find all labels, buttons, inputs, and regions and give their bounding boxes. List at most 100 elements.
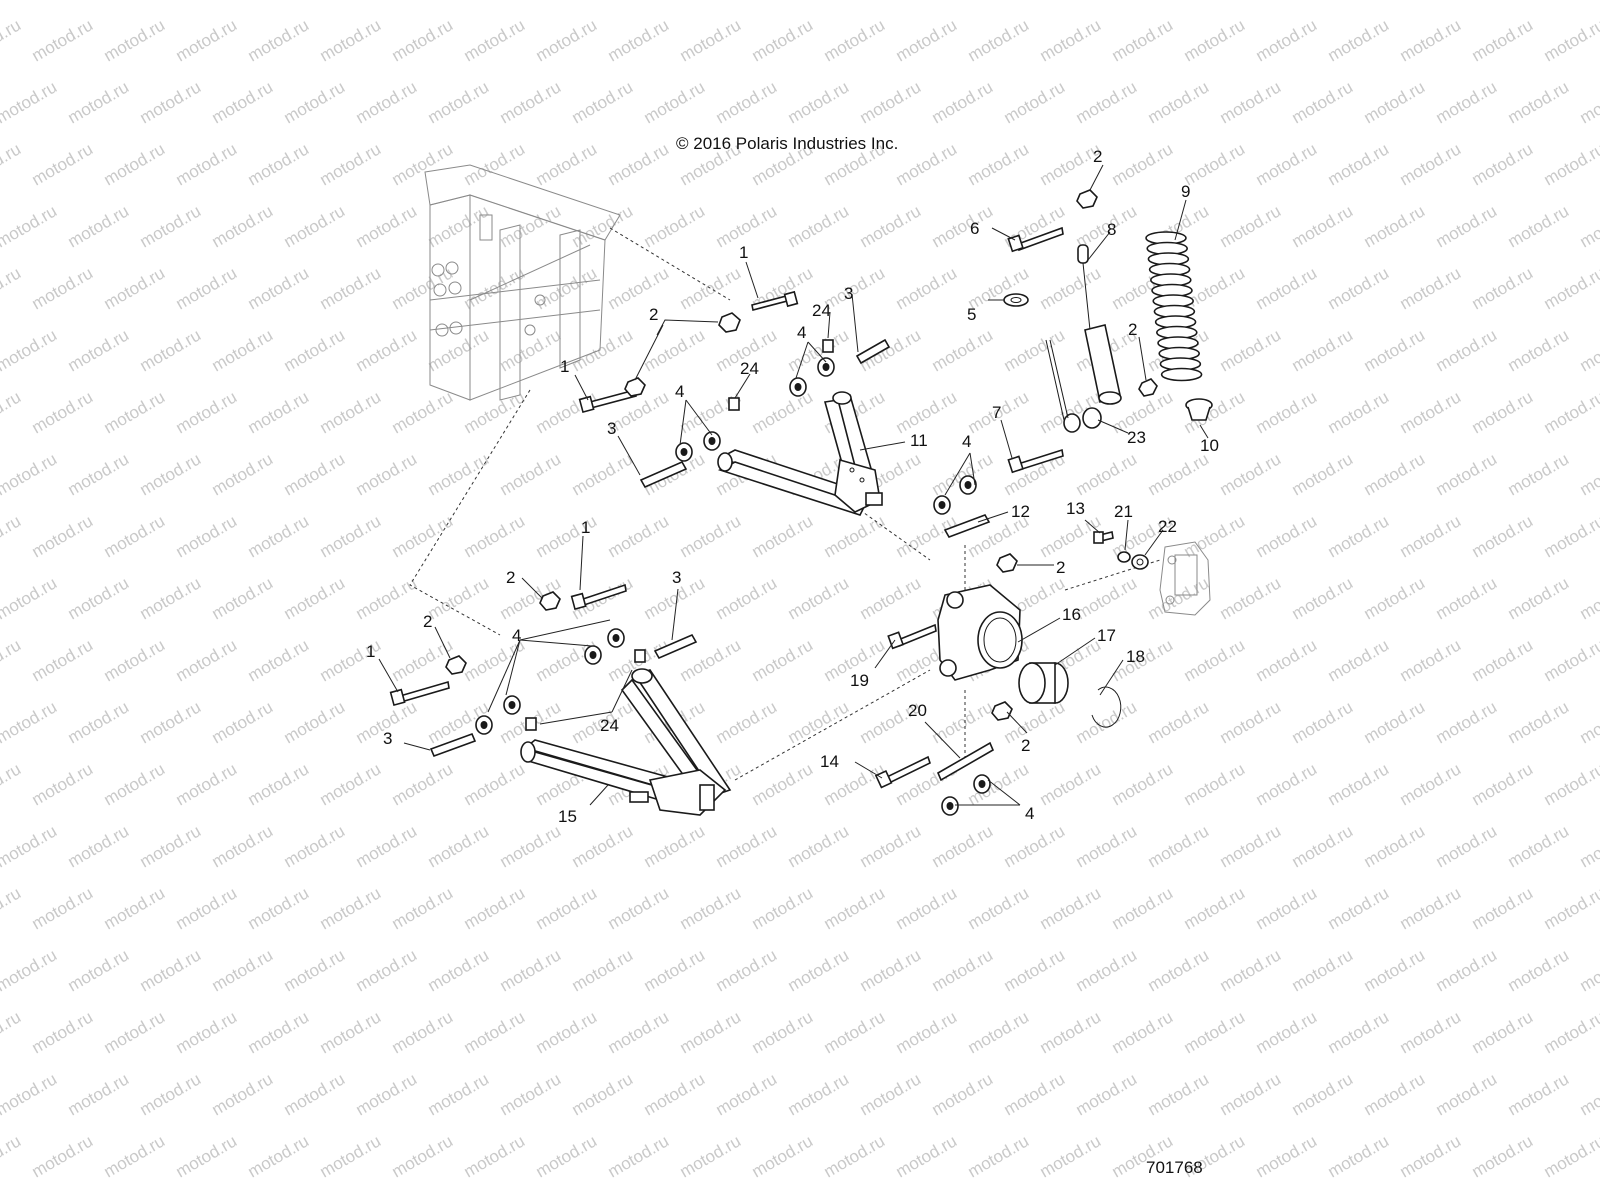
watermark-text: motod.ru (389, 635, 457, 685)
watermark-text: motod.ru (1577, 201, 1600, 251)
watermark-text: motod.ru (821, 511, 889, 561)
bushing-bore (822, 363, 830, 371)
bushings (475, 357, 991, 816)
watermark-text: motod.ru (353, 77, 421, 127)
callout-2: 2 (1128, 320, 1137, 339)
watermark-text: motod.ru (389, 139, 457, 189)
watermark-text: motod.ru (1001, 325, 1069, 375)
watermark-text: motod.ru (29, 759, 97, 809)
watermark-text: motod.ru (821, 883, 889, 933)
watermark-text: motod.ru (677, 263, 745, 313)
watermark-text: motod.ru (101, 883, 169, 933)
watermark-text: motod.ru (1001, 1069, 1069, 1119)
bushing-bore (612, 634, 620, 642)
watermark-text: motod.ru (1325, 635, 1393, 685)
drawing-number: 701768 (1146, 1158, 1203, 1177)
watermark-text: motod.ru (65, 1069, 133, 1119)
bushing-bore (794, 383, 802, 391)
watermark-text: motod.ru (29, 883, 97, 933)
callout-3: 3 (672, 568, 681, 587)
watermark-text: motod.ru (209, 77, 277, 127)
watermark-text: motod.ru (785, 821, 853, 871)
watermark-text: motod.ru (893, 387, 961, 437)
watermark-text: motod.ru (533, 1007, 601, 1057)
watermark-text: motod.ru (965, 15, 1033, 65)
watermark-text: motod.ru (1217, 201, 1285, 251)
watermark-text: motod.ru (533, 263, 601, 313)
watermark-text: motod.ru (173, 1007, 241, 1057)
watermark-text: motod.ru (137, 697, 205, 747)
watermark-text: motod.ru (1289, 449, 1357, 499)
watermark-text: motod.ru (1361, 697, 1429, 747)
watermark-text: motod.ru (1145, 1069, 1213, 1119)
watermark-text: motod.ru (1505, 449, 1573, 499)
watermark-text: motod.ru (1001, 0, 1069, 3)
watermark-text: motod.ru (1325, 759, 1393, 809)
watermark-text: motod.ru (1109, 15, 1177, 65)
watermark-text: motod.ru (1001, 821, 1069, 871)
watermark-text: motod.ru (1361, 573, 1429, 623)
watermark-text: motod.ru (1037, 263, 1105, 313)
watermark-text: motod.ru (389, 883, 457, 933)
watermark-text: motod.ru (209, 573, 277, 623)
watermark-text: motod.ru (605, 263, 673, 313)
watermark-text: motod.ru (1145, 821, 1213, 871)
watermark-text: motod.ru (1073, 821, 1141, 871)
watermark-text: motod.ru (0, 945, 60, 995)
watermark-text: motod.ru (1217, 0, 1285, 3)
watermark-text: motod.ru (1397, 511, 1465, 561)
watermark-text: motod.ru (1325, 139, 1393, 189)
watermark-text: motod.ru (1325, 1131, 1393, 1181)
watermark-text: motod.ru (605, 139, 673, 189)
callout-21: 21 (1114, 502, 1133, 521)
watermark-text: motod.ru (929, 325, 997, 375)
watermark-text: motod.ru (29, 139, 97, 189)
watermark-text: motod.ru (101, 635, 169, 685)
watermark-text: motod.ru (101, 139, 169, 189)
watermark-text: motod.ru (425, 0, 493, 3)
watermark-text: motod.ru (0, 387, 24, 437)
watermark-text: motod.ru (245, 139, 313, 189)
watermark-text: motod.ru (0, 325, 60, 375)
watermark-text: motod.ru (461, 139, 529, 189)
watermark-text: motod.ru (497, 945, 565, 995)
watermark-text: motod.ru (893, 1007, 961, 1057)
watermark-text: motod.ru (1577, 449, 1600, 499)
watermark-text: motod.ru (1469, 15, 1537, 65)
watermark-text: motod.ru (1433, 1069, 1501, 1119)
watermark-text: motod.ru (857, 201, 925, 251)
watermark-text: motod.ru (0, 449, 60, 499)
watermark-text: motod.ru (29, 263, 97, 313)
watermark-text: motod.ru (1325, 511, 1393, 561)
bushing-bore (978, 780, 986, 788)
watermark-text: motod.ru (173, 1131, 241, 1181)
watermark-text: motod.ru (785, 1069, 853, 1119)
watermark-text: motod.ru (173, 759, 241, 809)
leader-lines (378, 164, 1209, 806)
watermark-text: motod.ru (749, 387, 817, 437)
watermark-text: motod.ru (101, 263, 169, 313)
watermark-text: motod.ru (425, 77, 493, 127)
watermark-text: motod.ru (0, 821, 60, 871)
watermark-text: motod.ru (1289, 945, 1357, 995)
watermark-text: motod.ru (1289, 325, 1357, 375)
watermark-text: motod.ru (245, 511, 313, 561)
watermark-text: motod.ru (713, 573, 781, 623)
watermark-text: motod.ru (1577, 945, 1600, 995)
frame-section (424, 164, 621, 401)
bushing-bore (480, 721, 488, 729)
watermark-text: motod.ru (569, 1069, 637, 1119)
watermark-text: motod.ru (0, 511, 24, 561)
watermark-text: motod.ru (0, 263, 24, 313)
watermark-text: motod.ru (821, 1131, 889, 1181)
watermark-text: motod.ru (29, 511, 97, 561)
watermark-text: motod.ru (605, 511, 673, 561)
watermark-text: motod.ru (1397, 883, 1465, 933)
knuckle (937, 584, 1023, 681)
watermark-text: motod.ru (605, 1131, 673, 1181)
watermark-text: motod.ru (1037, 15, 1105, 65)
watermark-text: motod.ru (785, 77, 853, 127)
watermark-text: motod.ru (1397, 15, 1465, 65)
watermark-text: motod.ru (749, 511, 817, 561)
callout-14: 14 (820, 752, 839, 771)
